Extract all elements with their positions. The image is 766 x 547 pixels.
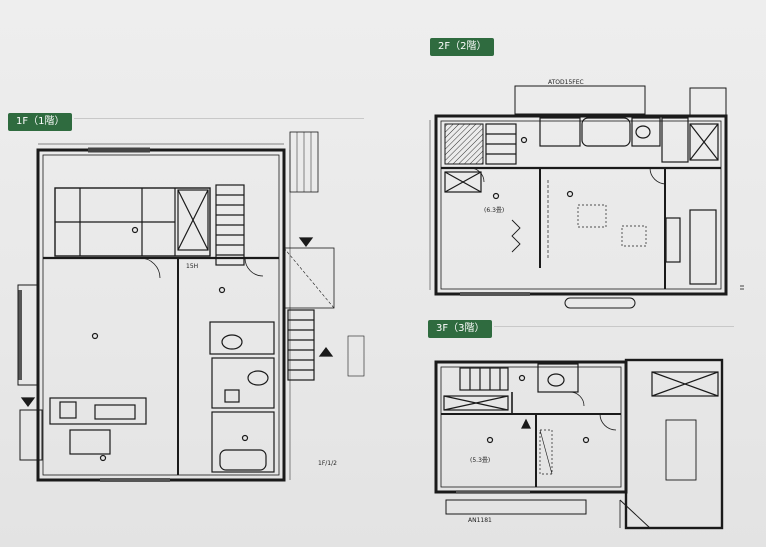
plan-3f-footer-label: AN1181 [468,517,492,524]
plan-1f [17,131,365,482]
plan-3f-right-wing [624,358,724,530]
divider-3f [494,326,734,327]
plan-2f-outer-wall [434,114,728,296]
plan-2f-header-label: ATOD15FEC [548,79,584,86]
plan-3f-outer-wall [434,360,628,494]
floor-3-label: 3F（3階） [428,320,493,338]
plan-3f-room-size: (5.3畳) [470,457,490,464]
plan-1f-kitchen-counter [49,397,147,425]
plan-3f [434,358,724,530]
floor-1-label: 1F（1階） [8,113,73,131]
floor-2-label: 2F（2階） [430,38,495,56]
divider-1f [74,118,364,119]
plan-2f [429,85,744,309]
plan-2f-room-size: (6.3畳) [484,207,504,214]
plan-1f-bathtub [219,449,267,471]
plan-1f-scale-label: 1F/1/2 [318,460,337,467]
plan-2f-stair [444,123,484,165]
plan-1f-room-a-label: 15H [186,263,198,270]
